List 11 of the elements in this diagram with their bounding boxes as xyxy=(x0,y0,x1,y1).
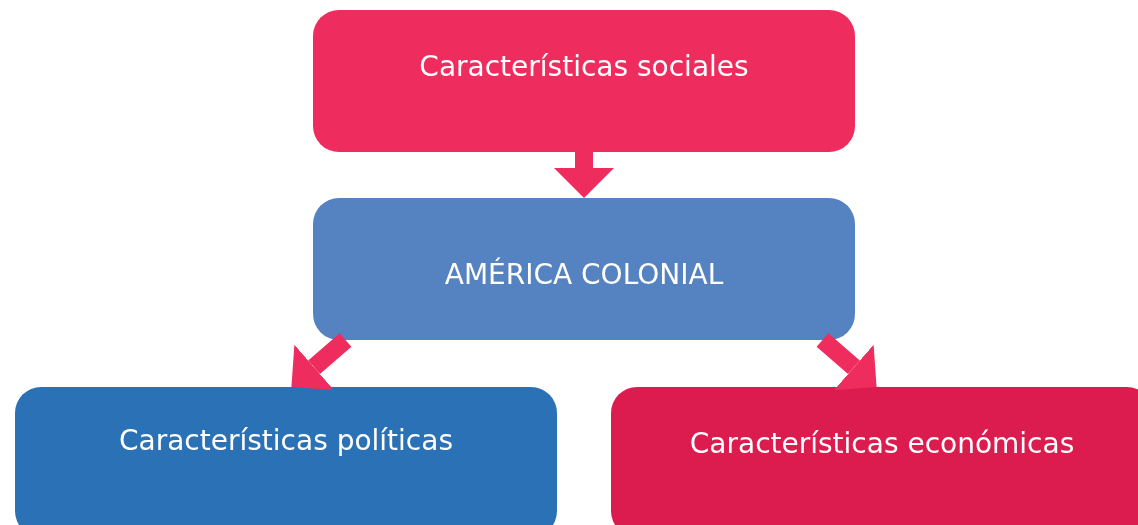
box-label: AMÉRICA COLONIAL xyxy=(444,258,724,292)
process-box xyxy=(611,387,1138,525)
box-label: Características sociales xyxy=(419,50,749,84)
arrow xyxy=(291,333,352,390)
process-box xyxy=(313,198,855,340)
box-label: Características económicas xyxy=(689,427,1075,461)
process-box xyxy=(15,387,557,525)
arrow xyxy=(554,152,614,198)
arrow xyxy=(816,333,877,390)
process-box xyxy=(313,10,855,152)
box-label: Características políticas xyxy=(119,424,453,458)
